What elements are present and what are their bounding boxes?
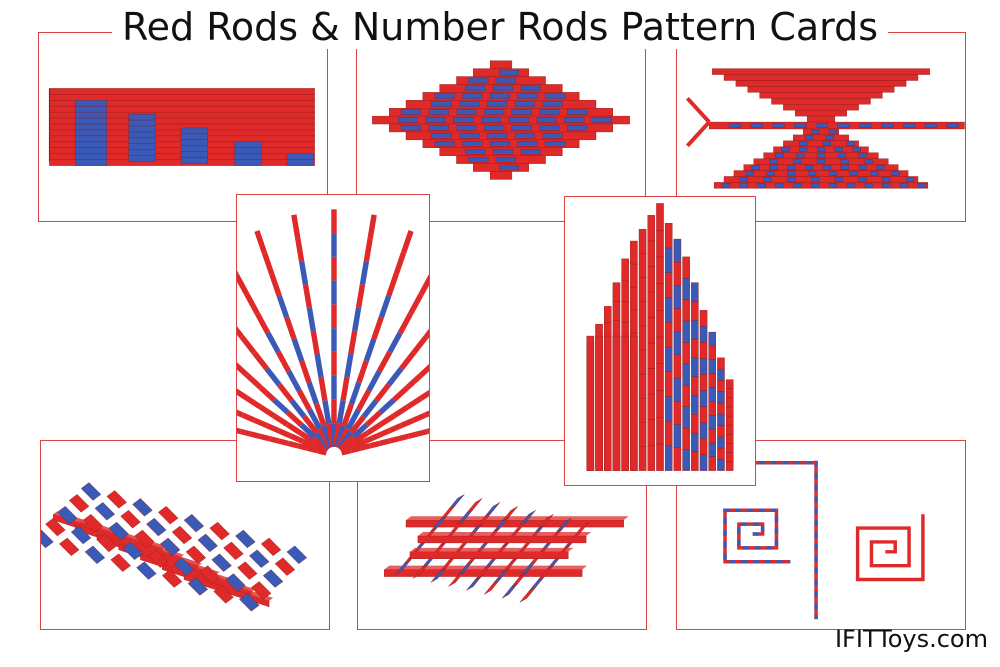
- diamond-pattern-illustration: [372, 60, 630, 180]
- card-stair-pattern: [38, 32, 328, 222]
- card-diamond-pattern: [356, 32, 646, 222]
- card-fan-pattern: [236, 194, 430, 482]
- card-hourglass-pattern: [676, 32, 966, 222]
- brand-watermark: IFITToys.com: [834, 625, 988, 653]
- flame-pattern-illustration: [586, 203, 734, 471]
- stair-pattern-illustration: [48, 88, 315, 166]
- stack-pattern-illustration: [384, 494, 629, 603]
- page-title: Red Rods & Number Rods Pattern Cards: [0, 2, 1000, 52]
- hourglass-pattern-illustration: [685, 68, 965, 189]
- fan-pattern-illustration: [237, 209, 429, 456]
- lattice-pattern-illustration: [41, 482, 308, 612]
- card-flame-pattern: [564, 196, 756, 486]
